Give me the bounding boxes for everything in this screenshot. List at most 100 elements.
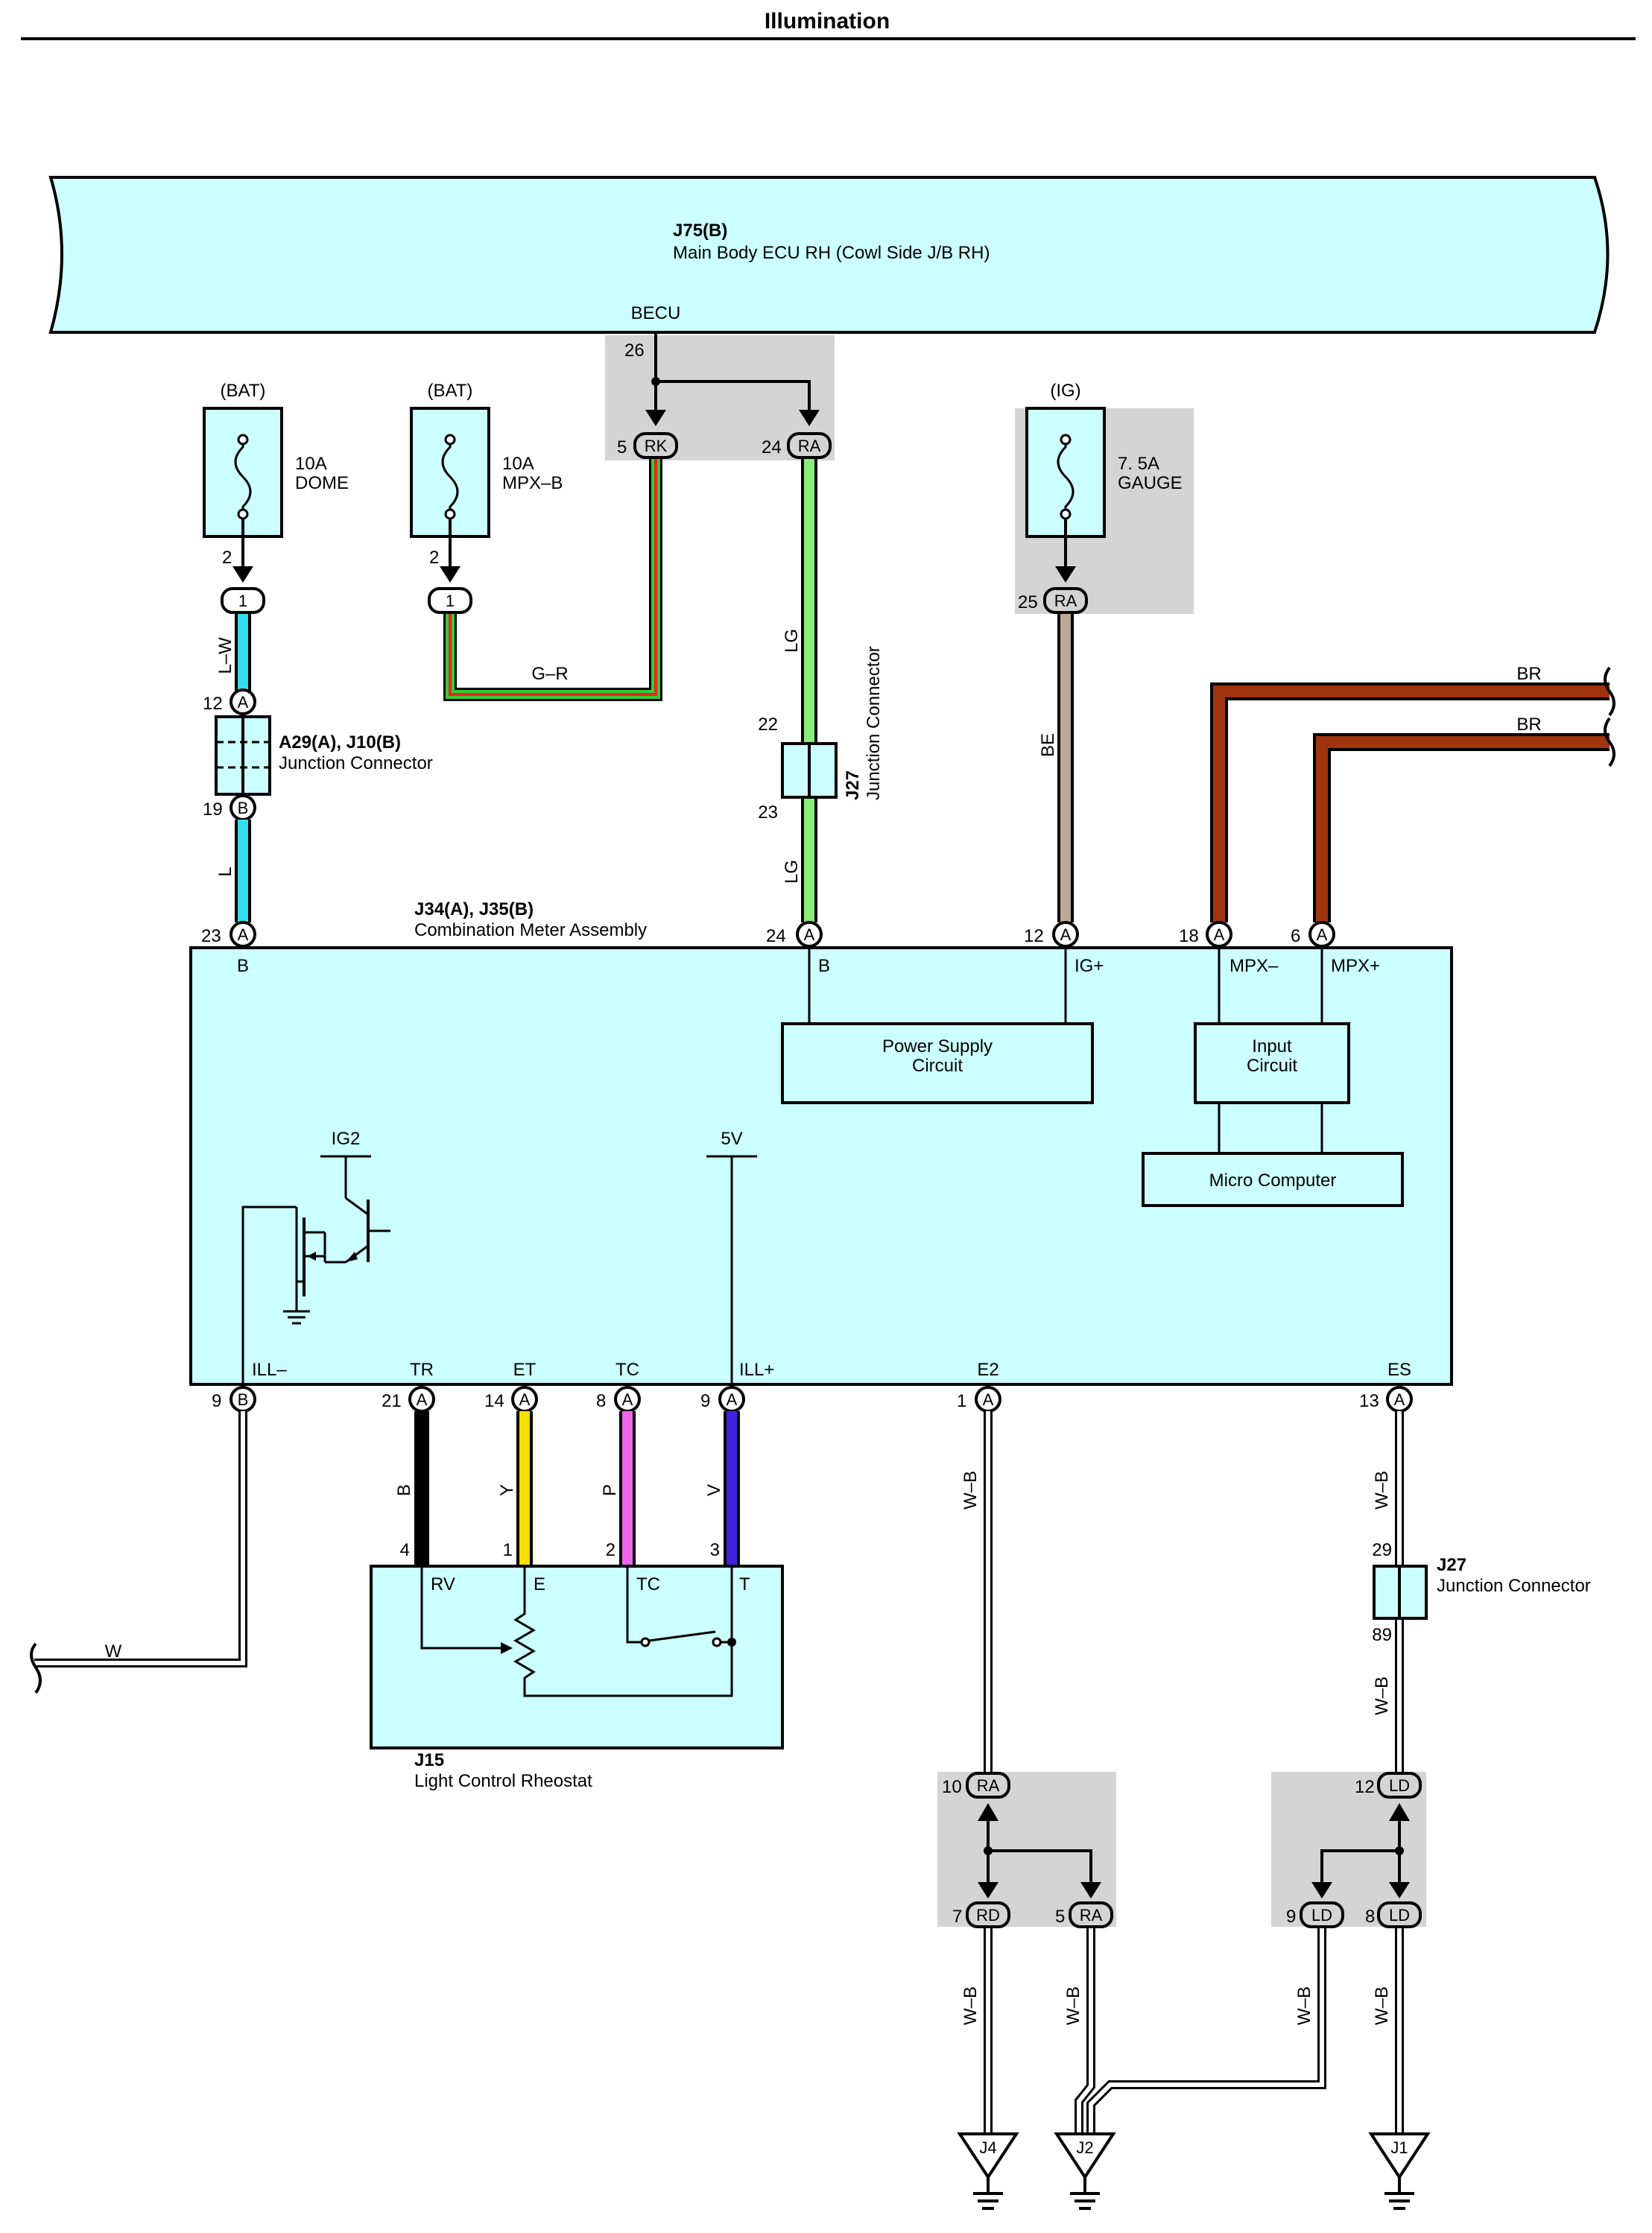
svg-text:A: A <box>727 1390 738 1409</box>
connector-ra <box>1043 587 1088 614</box>
svg-text:7. 5A: 7. 5A <box>1118 454 1159 474</box>
svg-text:12: 12 <box>1024 926 1044 946</box>
light-control-rheostat: RV E TC T J15 Light Control Rheostat <box>370 1565 784 1791</box>
svg-text:5V: 5V <box>721 1129 742 1149</box>
ecu-terminal-label: BECU <box>631 303 681 323</box>
fuse-dome: (BAT) 10A DOME 2 1 <box>203 381 349 614</box>
svg-text:IG2: IG2 <box>332 1129 361 1149</box>
svg-text:A: A <box>983 1390 994 1409</box>
svg-text:BE: BE <box>1038 733 1058 757</box>
connector-rk <box>633 432 678 459</box>
fuse-gauge: (IG) 7. 5A GAUGE RA 25 <box>1018 381 1183 614</box>
svg-text:GAUGE: GAUGE <box>1118 473 1183 493</box>
svg-text:A: A <box>519 1390 531 1409</box>
svg-text:W–B: W–B <box>1294 1986 1314 2025</box>
connector-a <box>230 688 256 715</box>
svg-text:BR: BR <box>1516 715 1541 735</box>
arrow-down-icon <box>799 410 820 426</box>
svg-text:19: 19 <box>203 799 223 820</box>
svg-text:BR: BR <box>1516 664 1541 684</box>
svg-text:2: 2 <box>606 1540 615 1560</box>
svg-text:29: 29 <box>1372 1540 1392 1560</box>
ground-j2: J2 <box>1054 2132 1116 2210</box>
svg-text:(IG): (IG) <box>1050 381 1080 401</box>
svg-text:TC: TC <box>636 1574 660 1594</box>
svg-text:LG: LG <box>782 860 802 884</box>
svg-text:W–B: W–B <box>1372 1676 1392 1715</box>
meter-pin-top: A 23 B <box>201 921 256 976</box>
wire-w-b-e2: W–B <box>960 1411 993 1772</box>
switch-icon <box>640 1637 651 1647</box>
svg-text:LD: LD <box>1389 1906 1410 1925</box>
fuse-mpx-b: (BAT) 10A MPX–B 2 1 <box>410 381 563 614</box>
svg-text:12: 12 <box>1355 1777 1375 1797</box>
svg-text:T: T <box>739 1574 750 1594</box>
svg-text:J27: J27 <box>843 770 863 800</box>
meter-pin-top: A 12 IG+ <box>1024 921 1104 976</box>
svg-text:6: 6 <box>1291 926 1300 946</box>
junction-ra: RA 10 RD 7 RA 5 <box>942 1772 1113 1928</box>
svg-text:J2: J2 <box>1076 2138 1093 2157</box>
connector-rd <box>966 1901 1010 1928</box>
connector-ra <box>787 432 832 459</box>
svg-text:1: 1 <box>446 592 455 610</box>
j27-junction-connector-bottom: 29 89 J27 Junction Connector <box>1372 1540 1591 1645</box>
arrow-down-icon <box>1311 1882 1332 1898</box>
meter-pin-top: A 24 B <box>766 921 830 976</box>
svg-text:J15: J15 <box>414 1750 444 1770</box>
ecu-pin-26: 26 <box>624 341 645 361</box>
svg-text:5: 5 <box>617 437 627 457</box>
wire-l-w: L–W <box>215 614 251 691</box>
svg-text:B: B <box>394 1484 414 1496</box>
svg-text:10: 10 <box>942 1777 962 1797</box>
svg-text:RK: RK <box>645 437 668 455</box>
svg-text:J4: J4 <box>979 2138 996 2157</box>
svg-text:V: V <box>704 1484 724 1496</box>
arrow-down-icon <box>1389 1882 1410 1898</box>
power-supply-circuit <box>781 1022 1094 1104</box>
svg-text:ILL–: ILL– <box>252 1360 287 1380</box>
svg-text:B: B <box>238 1390 249 1409</box>
ecu-code: J75(B) <box>673 221 727 241</box>
svg-text:RA: RA <box>798 437 821 455</box>
svg-text:Y: Y <box>497 1484 517 1496</box>
arrow-up-icon <box>978 1803 999 1821</box>
svg-text:21: 21 <box>382 1391 402 1411</box>
svg-text:1: 1 <box>957 1391 966 1411</box>
wire-y: Y 1 <box>497 1411 533 1566</box>
svg-text:13: 13 <box>1359 1391 1379 1411</box>
arrow-down-icon <box>232 566 253 583</box>
ground-point-icon <box>1368 2132 1431 2180</box>
connector-1 <box>221 587 265 614</box>
svg-text:ET: ET <box>513 1360 537 1380</box>
svg-text:W–B: W–B <box>1372 1986 1392 2025</box>
svg-text:89: 89 <box>1372 1625 1392 1645</box>
arrow-down-icon <box>440 566 461 583</box>
connector-ld <box>1377 1901 1422 1928</box>
wire-be: BE <box>1038 614 1074 922</box>
resistor-icon <box>513 1566 733 1697</box>
meter-pin-bottom: A 9 ILL+ <box>700 1360 774 1413</box>
arrow-down-icon <box>1055 566 1076 583</box>
svg-text:IG+: IG+ <box>1075 956 1104 976</box>
arrow-down-icon <box>645 410 666 426</box>
svg-text:Junction Connector: Junction Connector <box>864 646 884 800</box>
svg-text:9: 9 <box>212 1391 221 1411</box>
svg-text:Light Control Rheostat: Light Control Rheostat <box>414 1771 592 1791</box>
svg-text:LD: LD <box>1389 1776 1410 1795</box>
svg-text:Junction Connector: Junction Connector <box>1437 1576 1591 1596</box>
svg-text:MPX+: MPX+ <box>1331 956 1380 976</box>
svg-text:ES: ES <box>1387 1360 1411 1380</box>
svg-text:J27: J27 <box>1437 1555 1466 1575</box>
connector-1 <box>428 587 472 614</box>
svg-text:LG: LG <box>782 629 802 653</box>
svg-text:L–W: L–W <box>215 637 235 674</box>
svg-text:RA: RA <box>977 1776 1000 1795</box>
meter-pin-bottom: A 8 TC <box>596 1360 641 1413</box>
wire-l: L <box>215 820 251 922</box>
svg-text:RA: RA <box>1080 1906 1103 1925</box>
svg-text:8: 8 <box>1365 1907 1375 1927</box>
svg-text:8: 8 <box>596 1391 606 1411</box>
svg-text:4: 4 <box>400 1540 410 1560</box>
svg-text:2: 2 <box>429 548 439 568</box>
